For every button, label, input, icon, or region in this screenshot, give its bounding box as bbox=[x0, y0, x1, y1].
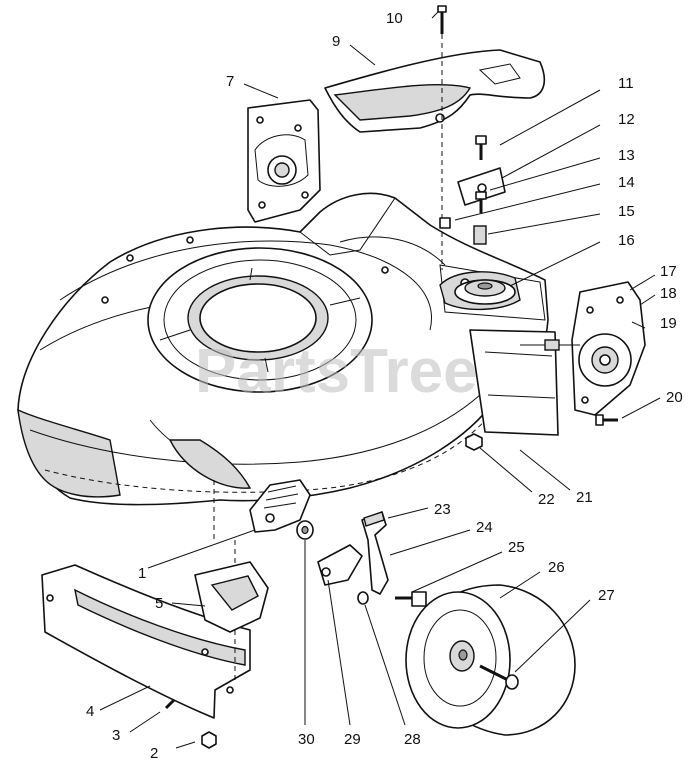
height-adjuster-lever bbox=[361, 511, 389, 595]
callout-15: 15 bbox=[618, 203, 635, 220]
callout-19: 19 bbox=[660, 315, 677, 332]
callout-4: 4 bbox=[86, 703, 94, 720]
left-side-bracket bbox=[247, 99, 321, 223]
callout-labels: 1 2 3 4 5 7 9 10 11 12 13 14 15 16 17 18… bbox=[86, 10, 683, 762]
callout-25: 25 bbox=[508, 539, 525, 556]
callout-26: 26 bbox=[548, 559, 565, 576]
callout-10: 10 bbox=[386, 10, 403, 27]
callout-21: 21 bbox=[576, 489, 593, 506]
callout-28: 28 bbox=[404, 731, 421, 748]
callout-27: 27 bbox=[598, 587, 615, 604]
rear-discharge-cover bbox=[324, 49, 546, 133]
callout-5: 5 bbox=[155, 595, 163, 612]
callout-16: 16 bbox=[618, 232, 635, 249]
callout-30: 30 bbox=[298, 731, 315, 748]
callout-12: 12 bbox=[618, 111, 635, 128]
callout-29: 29 bbox=[344, 731, 361, 748]
wheel bbox=[405, 584, 576, 736]
callout-9: 9 bbox=[332, 33, 340, 50]
callout-11: 11 bbox=[618, 75, 634, 92]
callout-18: 18 bbox=[660, 285, 677, 302]
leader-lines bbox=[99, 11, 661, 749]
fasteners-front bbox=[164, 698, 217, 749]
cover-bolt bbox=[437, 5, 447, 270]
height-adjuster-plate bbox=[213, 479, 311, 540]
callout-14: 14 bbox=[618, 174, 635, 191]
callout-22: 22 bbox=[538, 491, 555, 508]
mulch-plug bbox=[194, 561, 269, 633]
callout-17: 17 bbox=[660, 263, 677, 280]
wheel-bolt bbox=[357, 591, 427, 607]
wheel-axle-pin bbox=[479, 664, 519, 690]
height-adjust-stack bbox=[439, 135, 516, 305]
right-side-wheel-plate bbox=[520, 281, 646, 426]
hex-nut bbox=[465, 433, 483, 451]
watermark: PartsTree bbox=[195, 337, 478, 406]
callout-1: 1 bbox=[138, 565, 146, 582]
callout-23: 23 bbox=[434, 501, 451, 518]
callout-7: 7 bbox=[226, 73, 234, 90]
axle-bracket bbox=[317, 544, 363, 586]
mower-deck-housing bbox=[17, 192, 559, 506]
rear-trail-shield bbox=[41, 540, 251, 719]
callout-3: 3 bbox=[112, 727, 120, 744]
washer bbox=[296, 520, 314, 725]
callout-24: 24 bbox=[476, 519, 493, 536]
callout-20: 20 bbox=[666, 389, 683, 406]
callout-2: 2 bbox=[150, 745, 158, 762]
callout-13: 13 bbox=[618, 147, 635, 164]
